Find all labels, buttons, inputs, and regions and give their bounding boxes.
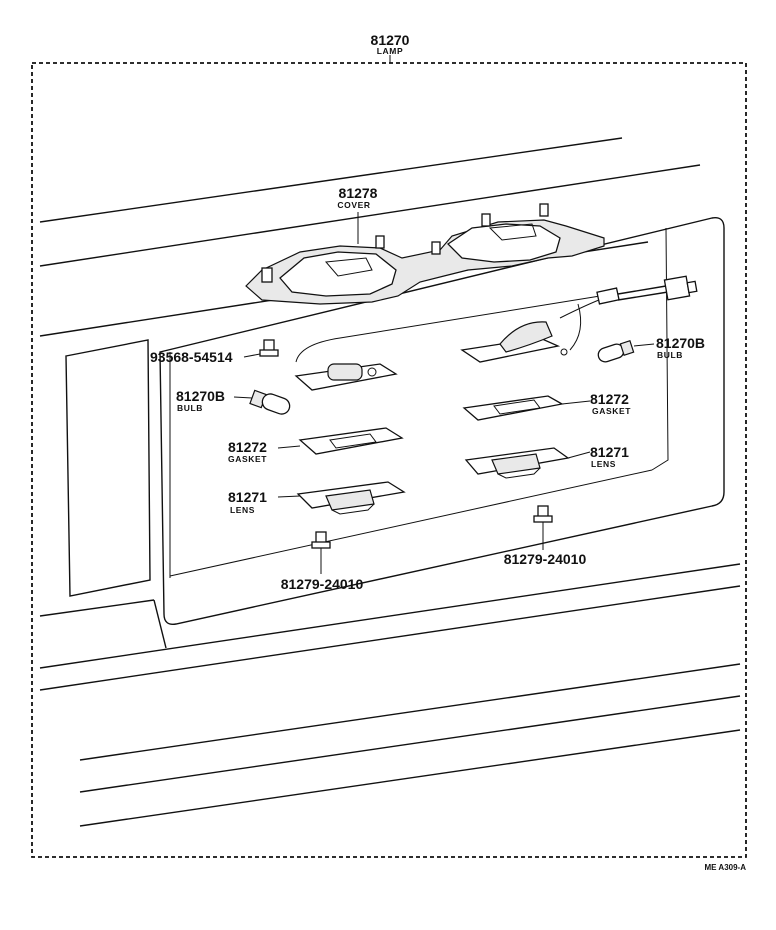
bulb-left-name: BULB [177,403,203,413]
bulb-right-number: 81270B [656,335,705,351]
lens-right-icon [464,447,570,479]
screw-top-icon [259,339,279,357]
gasket-right-number: 81272 [590,391,629,407]
lens-right-name: LENS [591,459,616,469]
screw-top-number: 93568-54514 [150,349,233,365]
body-panel [39,137,741,827]
bulb-right-name: BULB [657,350,683,360]
lamp-socket-left [294,363,398,391]
diagram-code: ME A309-A [705,863,747,872]
screw-right-number: 81279-24010 [504,551,587,567]
assembly-name: LAMP [377,46,403,56]
lens-left-icon [296,481,406,515]
cover-name: COVER [337,200,370,210]
gasket-right-icon [462,395,564,421]
lamp-cover [245,203,605,305]
bulb-left-number: 81270B [176,388,225,404]
gasket-left-number: 81272 [228,439,267,455]
gasket-left-name: GASKET [228,454,267,464]
assembly-boundary [31,55,747,858]
gasket-right-name: GASKET [592,406,631,416]
gasket-left-icon [298,427,404,455]
screw-left-icon [311,531,331,574]
lens-right-number: 81271 [590,444,629,460]
cover-number: 81278 [339,185,378,201]
screw-right-icon [533,505,553,550]
wiring-harness [295,275,698,363]
bulb-left-icon [249,389,291,415]
lens-left-name: LENS [230,505,255,515]
lens-left-number: 81271 [228,489,267,505]
screw-left-number: 81279-24010 [281,576,364,592]
bulb-right-icon [597,339,635,363]
assembly-number: 81270 [371,32,410,48]
lamp-socket-right [460,321,568,363]
